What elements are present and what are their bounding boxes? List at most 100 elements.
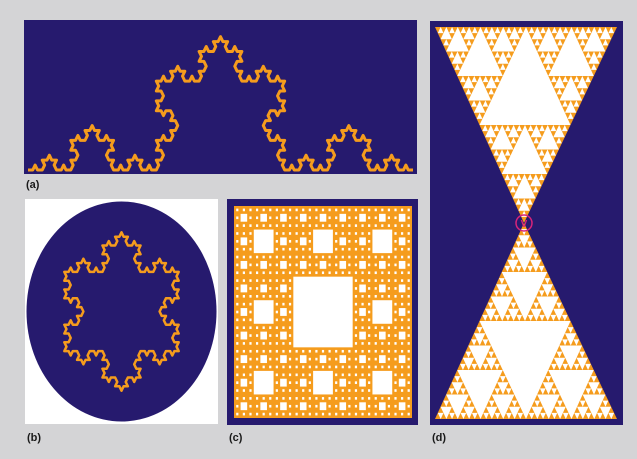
carpet-hole (296, 248, 298, 251)
carpet-hole (249, 311, 251, 314)
carpet-hole (328, 366, 330, 369)
carpet-hole (309, 374, 311, 377)
carpet-hole (276, 350, 278, 353)
carpet-hole (243, 256, 245, 259)
carpet-hole (335, 248, 337, 251)
carpet-hole (236, 397, 238, 400)
carpet-hole (361, 397, 363, 400)
carpet-hole (388, 295, 390, 298)
carpet-hole (296, 374, 298, 377)
carpet-hole (342, 232, 344, 235)
carpet-hole (282, 319, 284, 322)
carpet-hole (309, 413, 311, 416)
carpet-hole (408, 287, 410, 290)
carpet-hole (335, 366, 337, 369)
carpet-hole (236, 319, 238, 322)
carpet-hole (388, 366, 390, 369)
carpet-hole (408, 389, 410, 392)
carpet-hole (249, 248, 251, 251)
carpet-hole (394, 397, 396, 400)
carpet-hole (322, 271, 324, 274)
carpet-hole (256, 216, 258, 219)
carpet-hole (243, 350, 245, 353)
carpet-hole (401, 326, 403, 329)
carpet-hole (394, 209, 396, 212)
carpet-hole (368, 381, 370, 384)
carpet-hole (381, 271, 383, 274)
carpet-hole (289, 240, 291, 243)
carpet-hole (236, 358, 238, 361)
carpet-hole (328, 271, 330, 274)
carpet-hole (348, 381, 350, 384)
carpet-hole (388, 326, 390, 329)
carpet-hole (394, 326, 396, 329)
carpet-hole (368, 413, 370, 416)
carpet-hole (328, 397, 330, 400)
carpet-hole (394, 279, 396, 282)
carpet-hole (348, 358, 350, 361)
carpet-hole (361, 389, 363, 392)
carpet-hole (282, 295, 284, 298)
carpet-hole (309, 350, 311, 353)
carpet-hole (269, 224, 271, 227)
carpet-hole (236, 405, 238, 408)
carpet-hole (289, 358, 291, 361)
carpet-hole (236, 389, 238, 392)
carpet-hole (361, 303, 363, 306)
carpet-hole (375, 264, 377, 267)
carpet-hole (348, 413, 350, 416)
carpet-hole (243, 303, 245, 306)
carpet-hole (282, 366, 284, 369)
carpet-hole (276, 389, 278, 392)
carpet-hole (289, 264, 291, 267)
carpet-hole (361, 295, 363, 298)
carpet-hole (296, 240, 298, 243)
carpet-hole (348, 240, 350, 243)
carpet-hole (355, 232, 357, 235)
carpet-hole (355, 271, 357, 274)
caption-b: (b) (27, 432, 41, 444)
carpet-hole (236, 224, 238, 227)
carpet-hole (368, 374, 370, 377)
carpet-hole (263, 350, 265, 353)
carpet-hole (408, 216, 410, 219)
carpet-hole (342, 374, 344, 377)
carpet-hole (289, 374, 291, 377)
carpet-hole (243, 326, 245, 329)
carpet-hole (388, 334, 390, 337)
carpet-hole (243, 374, 245, 377)
carpet-hole (289, 381, 291, 384)
carpet-hole (399, 308, 406, 316)
carpet-hole (302, 374, 304, 377)
carpet-hole (320, 355, 327, 363)
carpet-hole (322, 209, 324, 212)
carpet-hole (328, 358, 330, 361)
carpet-hole (348, 216, 350, 219)
carpet-hole (241, 214, 248, 222)
carpet-hole (368, 397, 370, 400)
carpet-hole (249, 271, 251, 274)
carpet-hole (408, 295, 410, 298)
carpet-hole (269, 209, 271, 212)
carpet-hole (249, 232, 251, 235)
carpet-hole (401, 389, 403, 392)
carpet-hole (328, 256, 330, 259)
carpet-hole (280, 332, 287, 340)
carpet-hole (408, 326, 410, 329)
carpet-hole (335, 256, 337, 259)
carpet-hole (335, 209, 337, 212)
carpet-hole (361, 271, 363, 274)
carpet-hole (309, 209, 311, 212)
carpet-hole (348, 366, 350, 369)
carpet-hole (394, 366, 396, 369)
carpet-hole (381, 350, 383, 353)
carpet-hole (368, 216, 370, 219)
carpet-hole (269, 264, 271, 267)
carpet-hole (269, 279, 271, 282)
carpet-hole (368, 248, 370, 251)
carpet-hole (256, 358, 258, 361)
carpet-hole (243, 279, 245, 282)
carpet-hole (361, 326, 363, 329)
carpet-hole (394, 271, 396, 274)
carpet-hole (269, 366, 271, 369)
